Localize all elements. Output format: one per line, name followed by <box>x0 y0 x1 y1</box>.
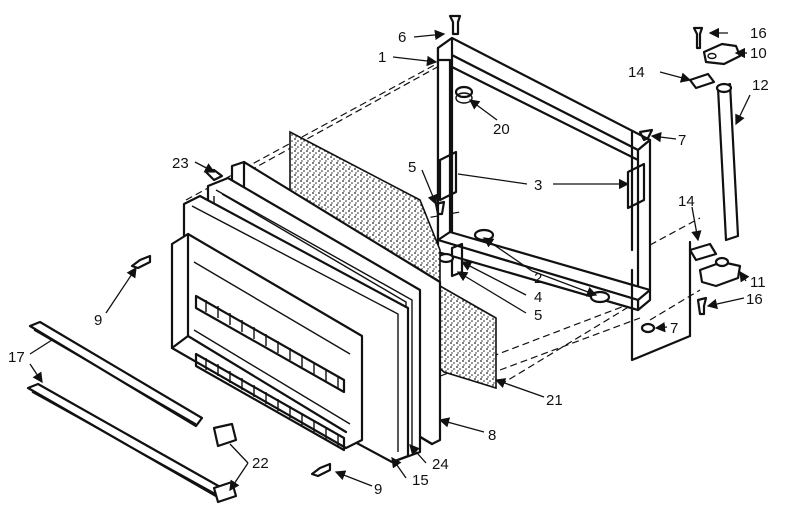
callout-15: 15 <box>412 472 429 489</box>
upper-shelf-rail <box>194 294 346 394</box>
callout-3: 3 <box>534 177 542 194</box>
shelf-bars <box>26 320 238 504</box>
callout-2: 2 <box>534 270 542 287</box>
callout-5-upper: 5 <box>408 159 416 176</box>
shelf-liner <box>170 232 364 452</box>
callout-4: 4 <box>534 289 542 306</box>
callout-24: 24 <box>432 456 449 473</box>
callout-5-lower: 5 <box>534 307 542 324</box>
callout-7-upper: 7 <box>678 132 686 149</box>
callout-16-upper: 16 <box>750 25 767 42</box>
lower-shelf-rail <box>194 352 346 452</box>
callout-23: 23 <box>172 155 189 172</box>
leader-lines <box>29 27 751 490</box>
callout-12: 12 <box>752 77 769 94</box>
callout-16-lower: 16 <box>746 291 763 308</box>
callout-9-bottom: 9 <box>374 481 382 498</box>
callout-8: 8 <box>488 427 496 444</box>
callout-11: 11 <box>750 274 766 291</box>
callout-21: 21 <box>546 392 563 409</box>
hinge-assembly <box>434 14 742 334</box>
callout-20: 20 <box>493 121 510 138</box>
callout-1: 1 <box>378 49 386 66</box>
callout-10: 10 <box>750 45 767 62</box>
door-frame <box>436 36 692 362</box>
callout-6: 6 <box>398 29 406 46</box>
callout-22: 22 <box>252 455 269 472</box>
callout-14-lower: 14 <box>678 193 695 210</box>
callout-labels: 1 2 3 4 5 5 6 7 7 8 9 9 10 11 12 14 14 1… <box>8 25 769 498</box>
callout-17: 17 <box>8 349 25 366</box>
callout-7-lower: 7 <box>670 320 678 337</box>
screws-9 <box>130 254 332 478</box>
callout-9-left: 9 <box>94 312 102 329</box>
callout-14-upper: 14 <box>628 64 645 81</box>
